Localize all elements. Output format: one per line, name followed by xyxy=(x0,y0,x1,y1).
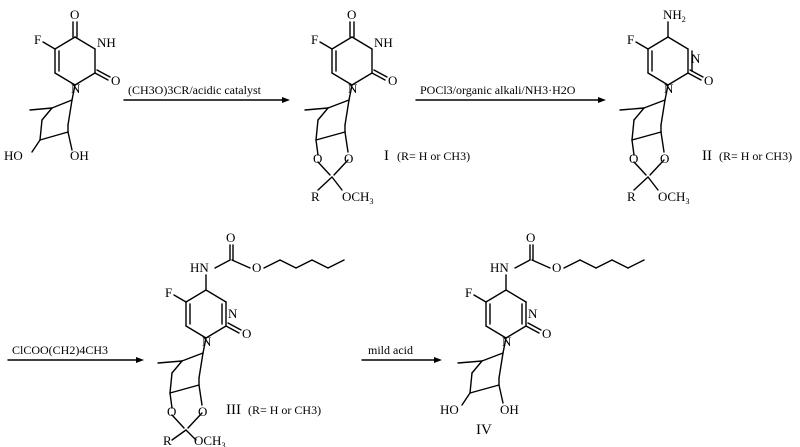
compound-iv-label: IV xyxy=(476,422,492,438)
arrow-step2: POCl3/organic alkali/NH3·H2O xyxy=(415,83,606,103)
arrow-step1: (CH3O)3CR/acidic catalyst xyxy=(123,83,290,103)
atom-o: O xyxy=(347,7,356,22)
r-group-label: (R= H or CH3) xyxy=(248,403,321,417)
compound-iii-label: III xyxy=(226,402,241,418)
atom-hn: HN xyxy=(490,260,509,275)
atom-nh: NH xyxy=(374,35,393,50)
r-group-label: (R= H or CH3) xyxy=(719,149,792,163)
atom-o: O xyxy=(704,73,713,88)
atom-o: O xyxy=(242,326,251,341)
reagent-step4: mild acid xyxy=(368,343,413,357)
reagent-step2: POCl3/organic alkali/NH3·H2O xyxy=(420,83,576,97)
atom-n: N xyxy=(691,51,701,66)
starting-material: O NH O N F HO OH xyxy=(4,7,120,163)
compound-ii: NH2 N O N F O O R OCH3 II (R= H or CH3) xyxy=(619,7,792,206)
atom-n: N xyxy=(348,81,358,96)
arrow-step3: ClCOO(CH2)4CH3 xyxy=(7,343,144,363)
atom-n: N xyxy=(202,334,212,349)
atom-nh: NH xyxy=(97,35,116,50)
atom-n: N xyxy=(664,81,674,96)
atom-o: O xyxy=(252,260,261,275)
atom-o: O xyxy=(70,7,79,22)
atom-n: N xyxy=(528,306,538,321)
atom-o: O xyxy=(313,151,322,166)
atom-och3: OCH3 xyxy=(658,189,689,206)
atom-n: N xyxy=(71,81,81,96)
atom-r: R xyxy=(311,189,320,204)
atom-och3: OCH3 xyxy=(342,189,373,206)
atom-n: N xyxy=(228,306,238,321)
compound-iv: O O HN N O N F HO OH IV xyxy=(440,230,645,438)
atom-nh2: NH2 xyxy=(663,7,686,24)
compound-i: O NH O N F O O R OCH3 I (R= H or CH3) xyxy=(304,7,470,206)
atom-oh: OH xyxy=(500,402,519,417)
atom-o: O xyxy=(226,230,235,245)
atom-o: O xyxy=(660,151,669,166)
atom-f: F xyxy=(165,285,172,300)
compound-ii-label: II xyxy=(702,148,712,164)
atom-ho: HO xyxy=(440,402,459,417)
atom-f: F xyxy=(627,32,634,47)
reagent-step3: ClCOO(CH2)4CH3 xyxy=(12,343,108,357)
atom-o: O xyxy=(552,260,561,275)
atom-ho: HO xyxy=(4,148,23,163)
atom-f: F xyxy=(34,32,41,47)
atom-o: O xyxy=(542,326,551,341)
atom-o: O xyxy=(111,73,120,88)
atom-f: F xyxy=(311,32,318,47)
atom-f: F xyxy=(465,285,472,300)
compound-iii: O O HN N O N F O O R OCH3 III (R= H or C… xyxy=(157,230,345,447)
atom-o: O xyxy=(629,151,638,166)
atom-r: R xyxy=(163,433,172,447)
reagent-step1: (CH3O)3CR/acidic catalyst xyxy=(128,83,262,97)
compound-i-label: I xyxy=(384,148,389,164)
r-group-label: (R= H or CH3) xyxy=(397,149,470,163)
atom-o: O xyxy=(344,151,353,166)
atom-o: O xyxy=(526,230,535,245)
atom-och3: OCH3 xyxy=(194,433,225,447)
atom-oh: OH xyxy=(70,148,89,163)
atom-hn: HN xyxy=(190,260,209,275)
atom-o: O xyxy=(167,404,176,419)
atom-o: O xyxy=(198,404,207,419)
atom-n: N xyxy=(502,334,512,349)
atom-r: R xyxy=(627,189,636,204)
arrow-step4: mild acid xyxy=(361,343,442,363)
atom-o: O xyxy=(388,73,397,88)
